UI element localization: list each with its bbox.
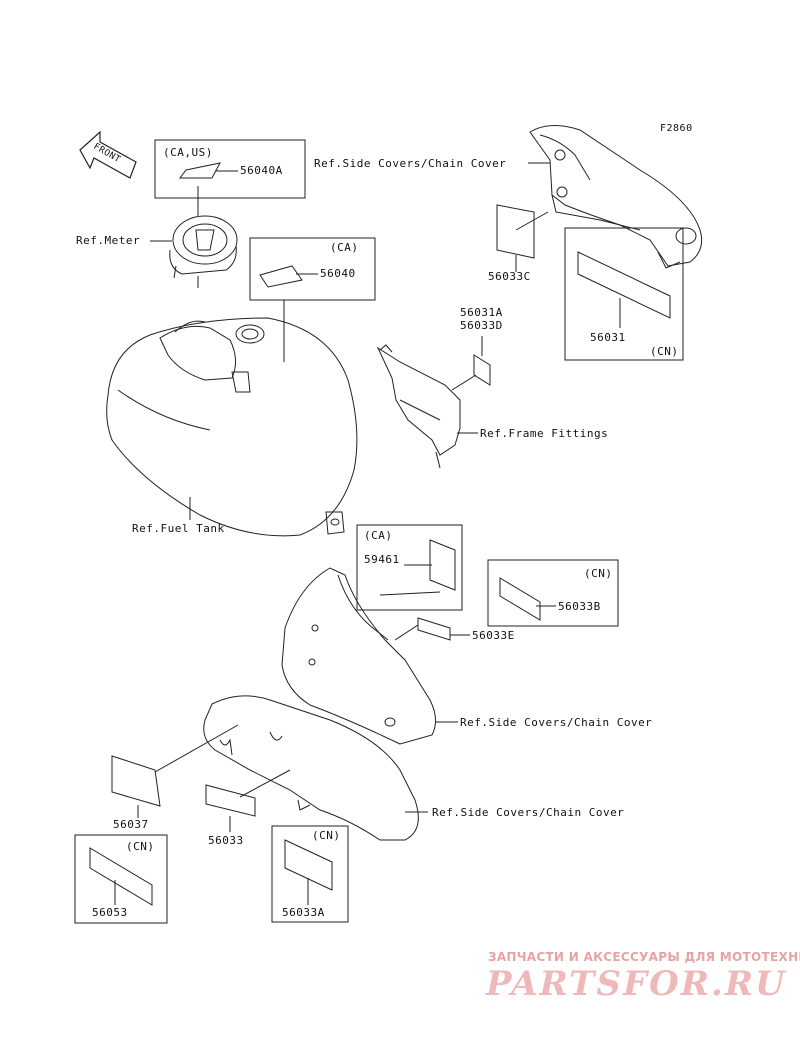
sticker-56033A [284, 839, 333, 891]
ref-side-covers-low: Ref.Side Covers/Chain Cover [432, 806, 625, 819]
box-cn-56033B [487, 559, 619, 627]
part-56040: 56040 [320, 267, 356, 280]
part-59461: 59461 [364, 553, 400, 566]
region-cn-4: (CN) [312, 829, 341, 842]
part-56031A: 56031A [460, 306, 503, 319]
sticker-56031 [577, 251, 671, 319]
sticker-56033C [496, 204, 535, 259]
sticker-56040 [259, 265, 303, 288]
ref-frame-fittings: Ref.Frame Fittings [480, 427, 609, 440]
side-cover-top-part [529, 125, 703, 269]
watermark-logo: PARTSFOR.RU [486, 964, 787, 1004]
front-arrow-icon [79, 130, 137, 179]
ref-side-covers-top: Ref.Side Covers/Chain Cover [314, 157, 507, 170]
sticker-56040A [179, 162, 221, 179]
box-cn-56033A [271, 825, 349, 923]
part-56037: 56037 [113, 818, 149, 831]
part-56033D: 56033D [460, 319, 503, 332]
box-ca-us [154, 139, 306, 199]
part-56033: 56033 [208, 834, 244, 847]
fuel-tank-part [106, 317, 358, 537]
region-ca-2: (CA) [364, 529, 393, 542]
part-56031: 56031 [590, 331, 626, 344]
part-56033B: 56033B [558, 600, 601, 613]
region-cn-2: (CN) [584, 567, 613, 580]
sticker-56033E [417, 617, 451, 641]
part-56040A: 56040A [240, 164, 283, 177]
ref-side-covers-mid: Ref.Side Covers/Chain Cover [460, 716, 653, 729]
watermark-tagline: ЗАПЧАСТИ И АКСЕССУАРЫ ДЛЯ МОТОТЕХНИКИ [488, 950, 800, 964]
sticker-56033 [205, 784, 256, 817]
region-cn-3: (CN) [126, 840, 155, 853]
box-ca-56040 [249, 237, 376, 301]
box-ca-59461 [356, 524, 463, 611]
region-ca-1: (CA) [330, 241, 359, 254]
frame-fittings-part [376, 344, 461, 469]
box-cn-56053 [74, 834, 168, 924]
sticker-56037 [111, 755, 161, 807]
box-cn-56031 [564, 227, 684, 361]
chain-cover-part [203, 695, 419, 841]
meter-part [169, 215, 238, 288]
sticker-59461 [429, 539, 456, 591]
part-56033E: 56033E [472, 629, 515, 642]
sticker-56033D [473, 354, 491, 386]
ref-meter: Ref.Meter [76, 234, 141, 247]
region-ca-us: (CA,US) [163, 146, 213, 159]
part-56033C: 56033C [488, 270, 531, 283]
ref-fuel-tank: Ref.Fuel Tank [132, 522, 225, 535]
sticker-56033B [499, 577, 541, 621]
sticker-56053 [89, 847, 153, 906]
region-cn-1: (CN) [650, 345, 679, 358]
part-56053: 56053 [92, 906, 128, 919]
side-cover-mid-part [281, 567, 436, 745]
figure-code: F2860 [660, 123, 693, 134]
part-56033A: 56033A [282, 906, 325, 919]
